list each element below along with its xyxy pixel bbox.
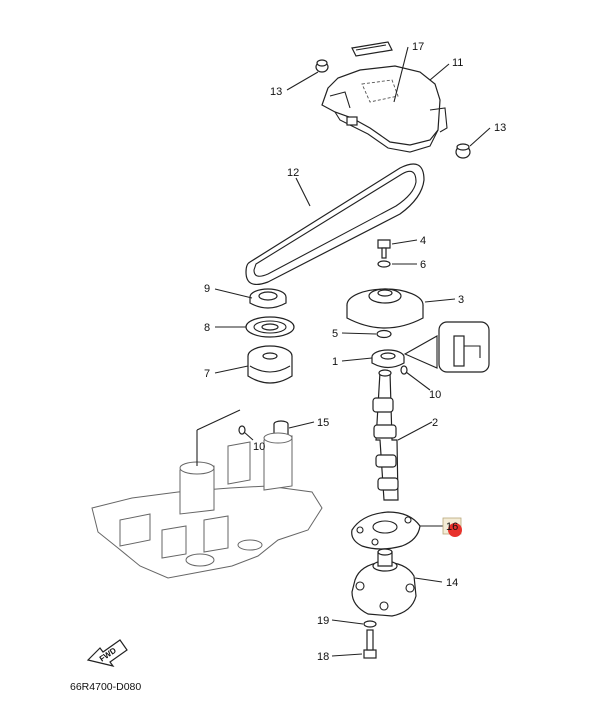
oil-pump[interactable] xyxy=(351,548,417,617)
callout-11[interactable]: 12 xyxy=(287,167,299,179)
callout-10-left[interactable]: 10 xyxy=(253,441,265,453)
washer-18[interactable] xyxy=(363,620,377,628)
callout-labels: 17 11 13 13 12 4 6 3 5 1 10 2 9 8 7 15 1… xyxy=(204,41,506,663)
bolt-17[interactable] xyxy=(363,629,377,659)
leader-lines xyxy=(214,46,491,657)
callout-13-left[interactable]: 13 xyxy=(270,86,282,98)
callout-2[interactable]: 2 xyxy=(432,417,438,429)
diagram-code: 66R4700-D080 xyxy=(70,681,141,693)
callout-16: 16 xyxy=(446,521,458,533)
bearing-detail-inset xyxy=(403,321,490,373)
forward-arrow: FWD xyxy=(86,639,128,667)
callout-7[interactable]: 7 xyxy=(204,368,210,380)
callout-1[interactable]: 1 xyxy=(332,356,338,368)
camshaft[interactable] xyxy=(372,369,399,501)
sticker-19[interactable] xyxy=(351,41,393,57)
callout-17[interactable]: 18 xyxy=(317,651,329,663)
oil-seal-9[interactable] xyxy=(249,288,287,309)
highlighted-callout-16[interactable]: 16 xyxy=(442,517,462,537)
callout-5[interactable]: 5 xyxy=(332,328,338,340)
washer-5[interactable] xyxy=(376,329,392,339)
grommet-13-right[interactable] xyxy=(455,143,471,159)
driven-pulley[interactable] xyxy=(346,288,424,329)
callout-8[interactable]: 8 xyxy=(204,322,210,334)
callout-15[interactable]: 14 xyxy=(446,577,458,589)
callout-13-right[interactable]: 13 xyxy=(494,122,506,134)
bearing-8[interactable] xyxy=(245,316,295,338)
bolt-4[interactable] xyxy=(377,239,391,259)
callout-3[interactable]: 3 xyxy=(458,294,464,306)
callout-19[interactable]: 17 xyxy=(412,41,424,53)
key-10-camshaft[interactable] xyxy=(400,365,408,375)
callout-14[interactable]: 15 xyxy=(317,417,329,429)
washer-6[interactable] xyxy=(377,260,391,268)
callout-12[interactable]: 11 xyxy=(452,57,463,69)
timing-belt-cover[interactable] xyxy=(321,65,448,153)
highlight-marker xyxy=(448,523,462,537)
callout-9[interactable]: 9 xyxy=(204,283,210,295)
gasket-16[interactable] xyxy=(351,511,421,550)
callout-6[interactable]: 6 xyxy=(420,259,426,271)
callout-18[interactable]: 19 xyxy=(317,615,329,627)
timing-belt[interactable] xyxy=(245,163,425,285)
bearing-1[interactable] xyxy=(371,349,405,369)
crankcase-ghost xyxy=(91,409,323,579)
callout-4[interactable]: 4 xyxy=(420,235,426,247)
callout-10-right[interactable]: 10 xyxy=(429,389,441,401)
grommet-13-left[interactable] xyxy=(315,59,329,73)
drive-pulley-7[interactable] xyxy=(247,345,293,384)
key-10-crankshaft[interactable] xyxy=(238,425,246,435)
